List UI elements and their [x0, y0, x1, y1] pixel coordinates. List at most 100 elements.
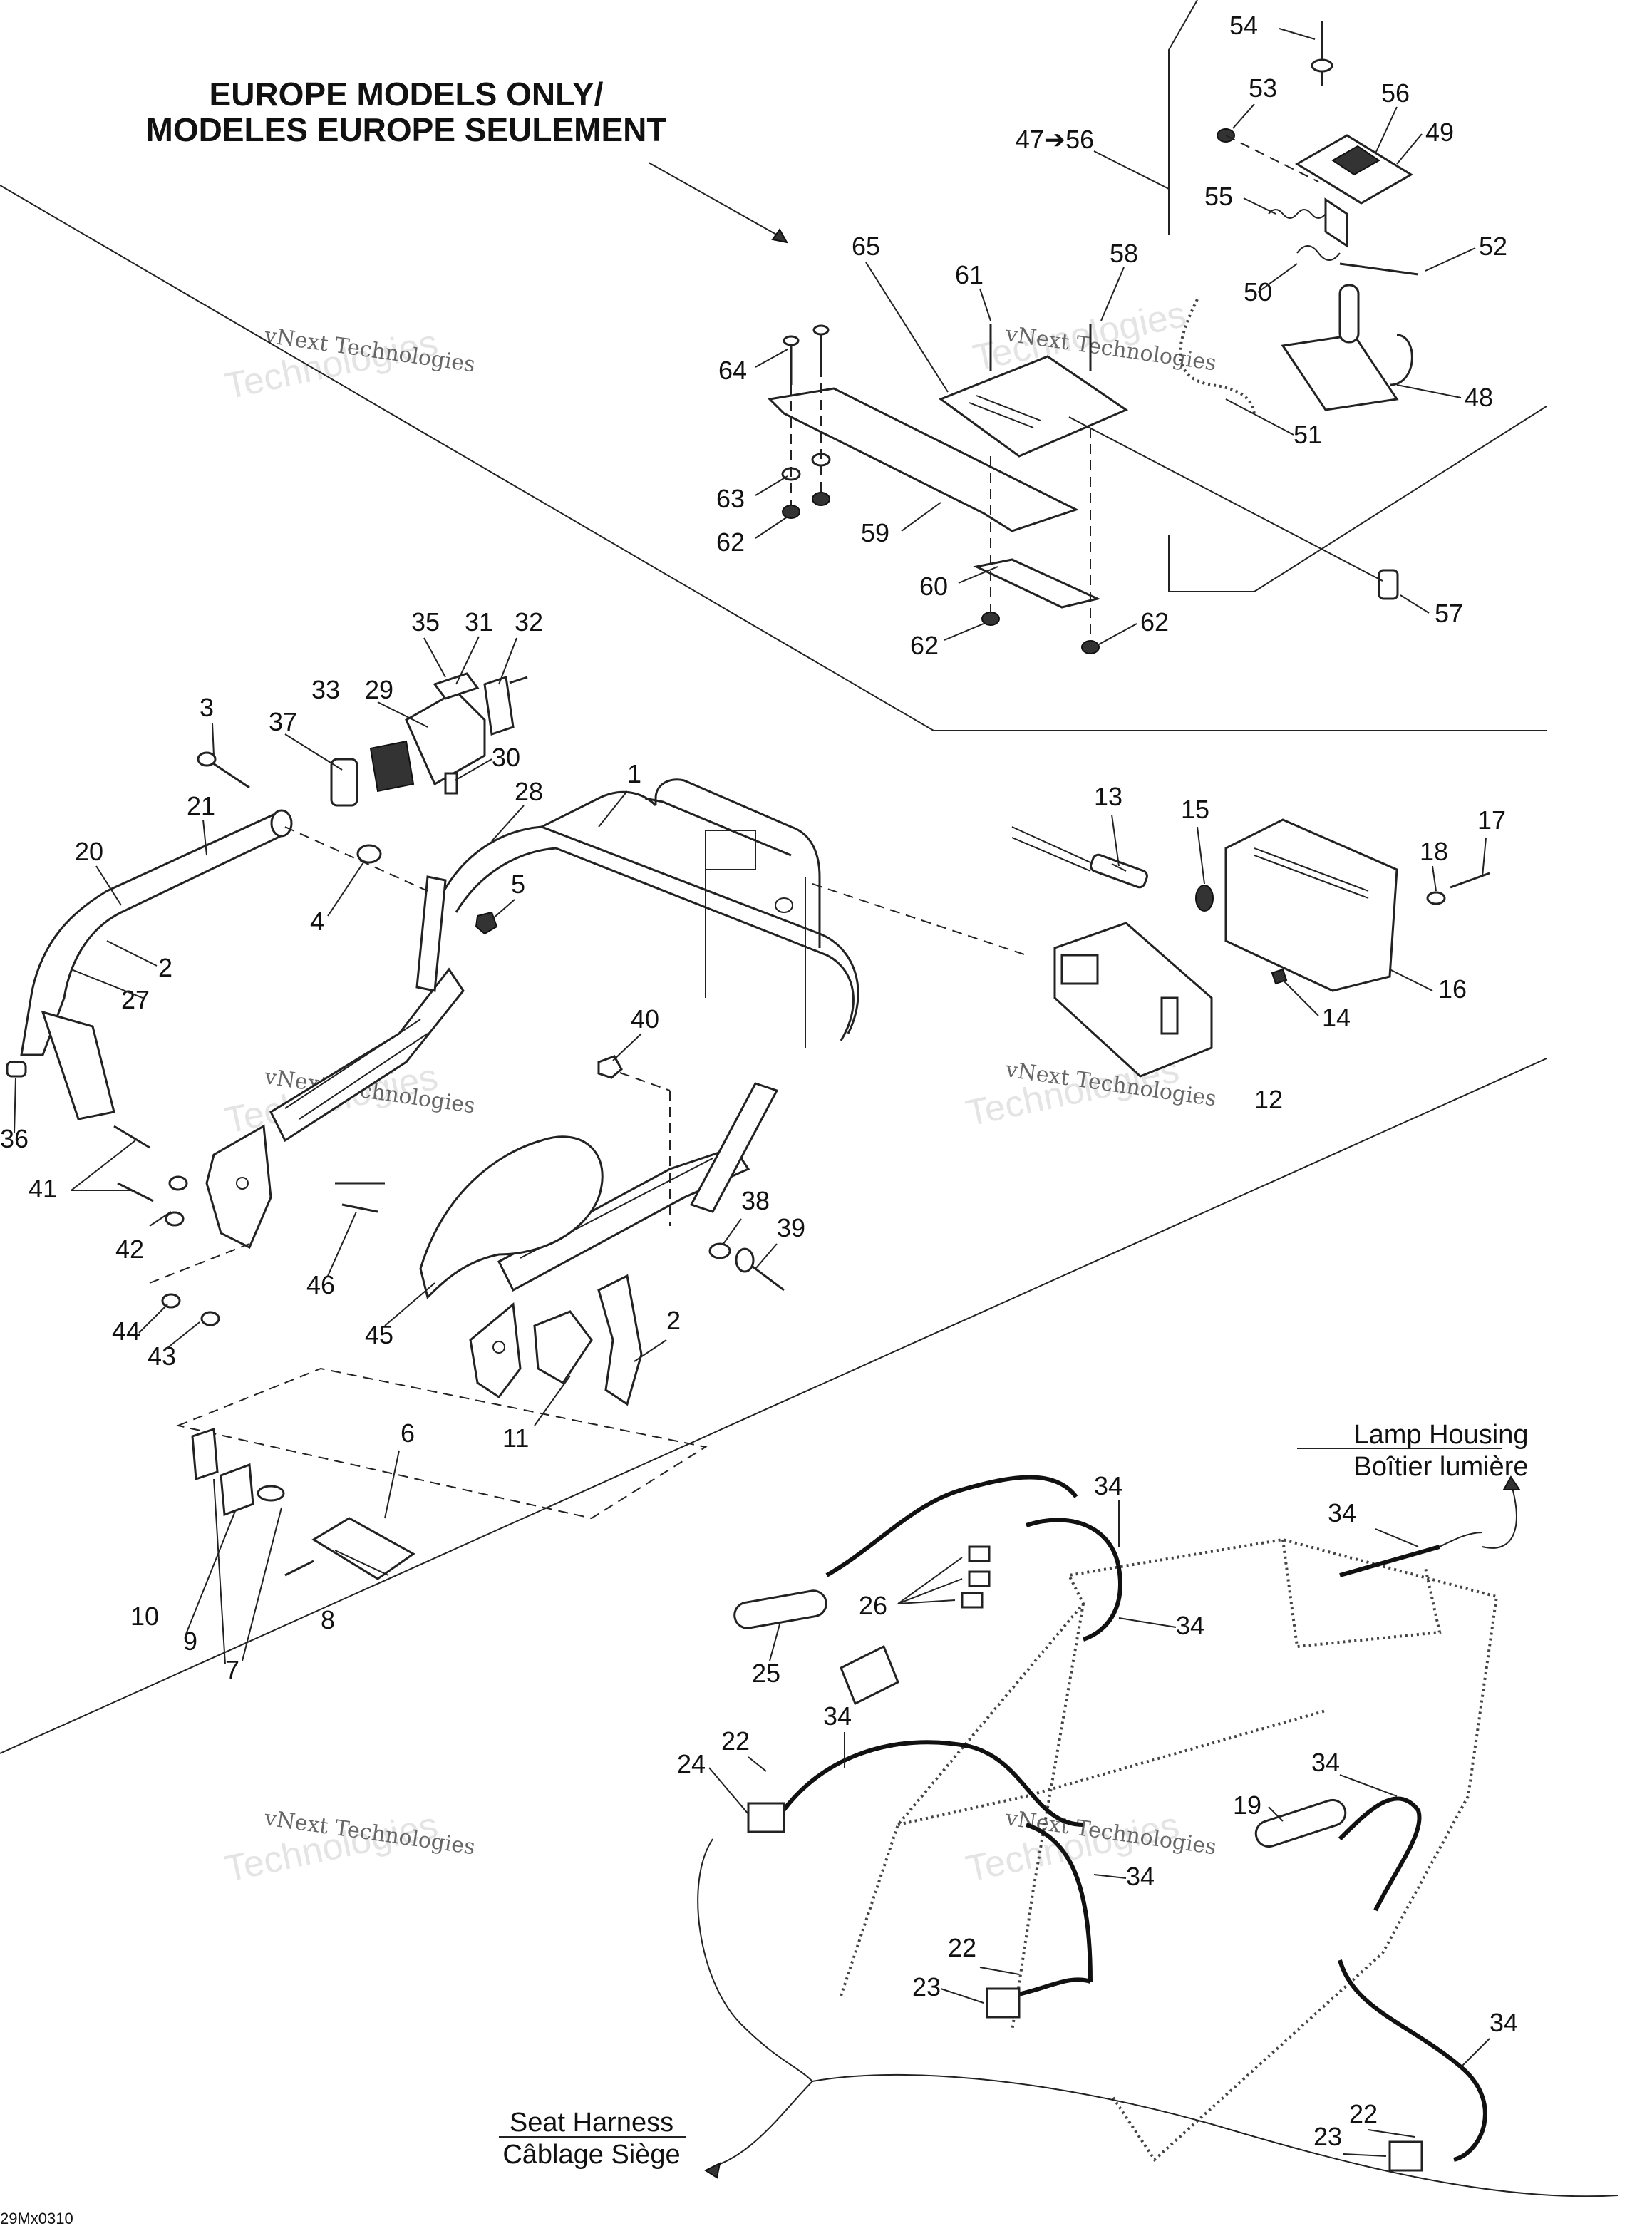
mounting-plate: [767, 387, 1079, 532]
callout-label: 38: [741, 1186, 770, 1215]
callout-label: 19: [1233, 1791, 1261, 1820]
callout-label: 48: [1465, 383, 1493, 412]
washer: [168, 1175, 188, 1191]
wire: [1026, 1823, 1093, 1982]
spacer-plate: [220, 1463, 254, 1517]
callout-label: 20: [75, 837, 103, 866]
callout-label: 45: [365, 1320, 393, 1349]
callout-label: 2: [666, 1306, 681, 1335]
screw: [444, 772, 458, 795]
terminal: [961, 1592, 984, 1609]
callout-label: 9: [183, 1627, 197, 1656]
callout-label: 30: [492, 743, 520, 772]
wire: [1338, 1959, 1487, 2162]
end-cap: [6, 1061, 27, 1078]
washer: [708, 1242, 731, 1259]
rack-tube: [440, 825, 859, 1034]
callout-label: 54: [1229, 11, 1258, 40]
callout-label: 37: [269, 707, 297, 736]
header-leader-arrow: [648, 162, 785, 239]
callout-label: 5: [511, 870, 525, 899]
wire: [825, 1475, 1078, 1577]
callout-label: 22: [948, 1933, 976, 1962]
callout-labels: 1 2 2 3 4 5 6 7 8 9 10 11 12 13 14 15 16…: [0, 11, 1518, 2151]
socket: [1090, 853, 1148, 889]
callout-label: 15: [1181, 795, 1209, 824]
wire: [1338, 1796, 1422, 1912]
clip: [257, 1485, 285, 1502]
rack-leg: [689, 1082, 779, 1213]
pin: [284, 1560, 314, 1577]
nut: [981, 612, 1000, 626]
bolt: [113, 1125, 150, 1149]
grab-handle-group: [6, 751, 428, 1326]
callout-label: 44: [112, 1317, 140, 1346]
switch-bracket: [483, 676, 515, 736]
switch-assembly-group: [330, 672, 528, 807]
callout-label: 10: [130, 1602, 159, 1631]
washer: [161, 1293, 181, 1309]
callout-label: 4: [310, 907, 324, 936]
bulb: [1195, 885, 1214, 912]
section-borders: [0, 0, 1547, 1754]
plug-connector: [747, 1802, 785, 1833]
rocker-switch: [369, 740, 415, 793]
callout-label: 7: [225, 1655, 239, 1684]
callout-label: 22: [1349, 2099, 1378, 2128]
callout-label: 60: [919, 572, 948, 601]
spring: [1268, 209, 1326, 219]
callout-label: 51: [1294, 420, 1322, 449]
hitch-bracket: [1281, 334, 1399, 411]
caption-lamp-housing: Lamp Housing: [1353, 1420, 1528, 1450]
callout-label: 42: [115, 1235, 144, 1264]
bolt: [117, 1182, 154, 1202]
wire: [1339, 1545, 1440, 1577]
callout-label: 24: [677, 1749, 706, 1778]
callout-label: 62: [1140, 607, 1169, 637]
nut: [200, 1311, 220, 1326]
wire: [1026, 1518, 1122, 1642]
callout-label: 62: [716, 527, 745, 557]
range-label: 47➔56: [1016, 125, 1094, 154]
lamp-cable: [1179, 299, 1256, 418]
rivet: [341, 1203, 378, 1213]
switch-cover: [330, 758, 358, 807]
arrow-head-icon: [1502, 1475, 1521, 1490]
nut: [475, 911, 498, 935]
caption-seat-harness: Seat Harness: [510, 2108, 673, 2138]
callout-label: 63: [716, 484, 745, 513]
callout-label: 27: [121, 985, 150, 1014]
tail-light-base: [1053, 922, 1213, 1078]
footrest: [597, 1274, 643, 1406]
plug-connector: [1388, 2140, 1423, 2172]
washer: [1426, 891, 1446, 905]
screw: [1450, 872, 1490, 889]
callout-label: 28: [515, 777, 543, 806]
callout-label: 46: [306, 1270, 335, 1299]
seat-cushion: [419, 1135, 604, 1299]
callout-label: 26: [859, 1591, 887, 1620]
callout-label: 11: [502, 1423, 529, 1453]
grab-handle: [20, 810, 286, 1056]
callout-label: 58: [1110, 239, 1138, 268]
rack-outline: [840, 1537, 1499, 2163]
callout-label: 57: [1435, 599, 1463, 628]
screw: [1339, 262, 1419, 276]
callout-label: 23: [912, 1972, 941, 2001]
callout-label: 31: [465, 607, 493, 637]
callout-label: 56: [1381, 78, 1410, 108]
callout-label: 40: [631, 1004, 659, 1034]
callout-label: 43: [148, 1341, 176, 1371]
plug-connector: [986, 1987, 1021, 2019]
callout-label: 23: [1313, 2122, 1342, 2151]
callout-label: 61: [955, 260, 984, 289]
callout-label: 25: [752, 1659, 780, 1688]
callout-label: 1: [627, 759, 641, 788]
lower-bracket: [973, 558, 1101, 609]
caption-seat-harness-fr: Câblage Siège: [502, 2140, 680, 2170]
callout-label: 34: [823, 1701, 852, 1731]
callout-label: 13: [1094, 782, 1122, 811]
callout-label: 22: [721, 1726, 750, 1756]
tail-light-group: [812, 818, 1490, 1078]
